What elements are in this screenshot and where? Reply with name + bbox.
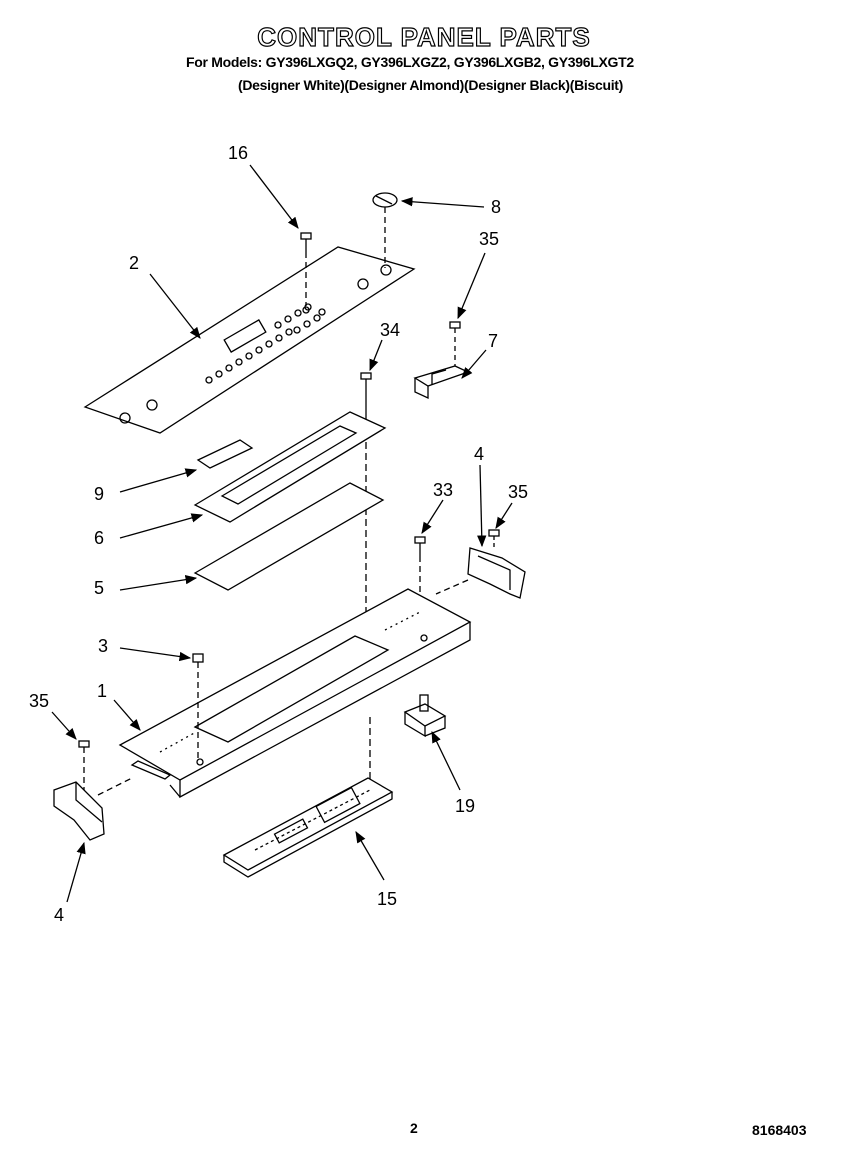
callout-15: 15 <box>377 889 397 909</box>
colors-line: (Designer White)(Designer Almond)(Design… <box>238 77 624 93</box>
part-screw-3 <box>192 653 204 758</box>
callout-7: 7 <box>488 331 498 351</box>
document-number: 8168403 <box>752 1122 807 1138</box>
page-number: 2 <box>410 1120 418 1136</box>
callout-33: 33 <box>433 480 453 500</box>
part-lens-frame-6 <box>193 411 387 523</box>
part-control-overlay <box>83 246 416 434</box>
page-title: CONTROL PANEL PARTS <box>257 21 591 52</box>
callout-34: 34 <box>380 320 400 340</box>
callout-35-top: 35 <box>479 229 499 249</box>
callout-1: 1 <box>97 681 107 701</box>
callout-9: 9 <box>94 484 104 504</box>
callout-2: 2 <box>129 253 139 273</box>
part-board-15 <box>222 717 394 878</box>
callout-6: 6 <box>94 528 104 548</box>
callout-5: 5 <box>94 578 104 598</box>
part-knob-8 <box>372 192 398 268</box>
part-label-9 <box>196 439 254 469</box>
callout-3: 3 <box>98 636 108 656</box>
part-screw-16 <box>300 232 312 314</box>
callout-19: 19 <box>455 796 475 816</box>
callout-4-right: 4 <box>474 444 484 464</box>
models-line: For Models: GY396LXGQ2, GY396LXGZ2, GY39… <box>186 54 634 70</box>
callout-16: 16 <box>228 143 248 163</box>
callout-labels: 16 8 2 35 7 34 9 6 5 4 33 35 3 1 35 19 4… <box>29 143 528 925</box>
part-bracket-7 <box>413 321 470 400</box>
part-switch-19 <box>403 694 447 738</box>
part-endcap-right-4 <box>435 529 526 599</box>
callout-35-left: 35 <box>29 691 49 711</box>
callout-8: 8 <box>491 197 501 217</box>
part-lens-5 <box>193 482 385 591</box>
leader-lines <box>51 164 513 903</box>
callout-35-right: 35 <box>508 482 528 502</box>
part-endcap-left-4 <box>53 740 105 841</box>
part-housing-1 <box>97 588 472 799</box>
part-screw-33 <box>414 536 426 596</box>
callout-4-left: 4 <box>54 905 64 925</box>
